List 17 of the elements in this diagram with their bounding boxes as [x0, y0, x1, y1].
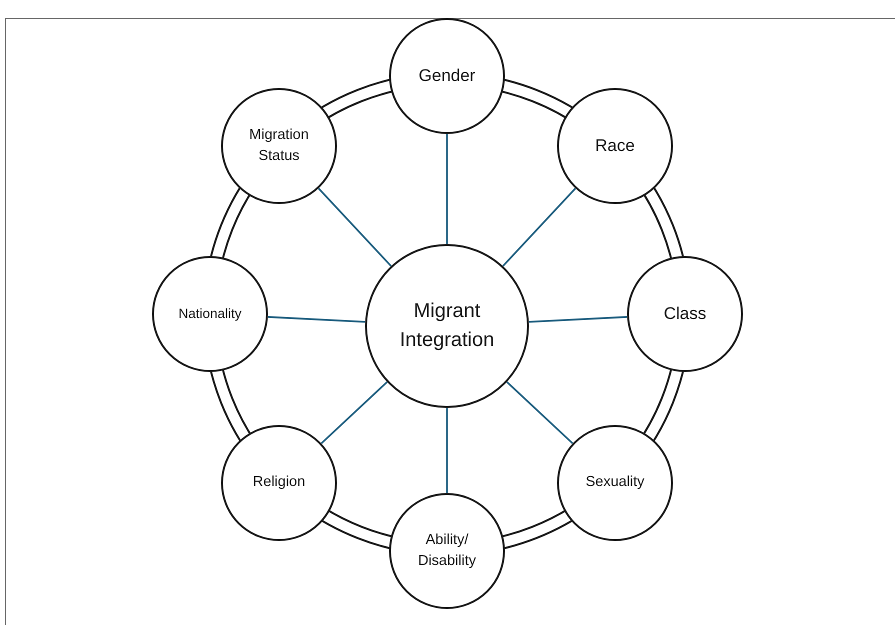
circle-label: Gender	[418, 64, 476, 87]
circle-label: Migration Status	[248, 126, 310, 166]
connector-line	[528, 316, 628, 323]
connector-line	[502, 188, 576, 267]
circle-label: Class	[664, 302, 706, 325]
circle-label: Ability/ Disability	[416, 530, 477, 571]
connector-line	[320, 381, 388, 444]
connector-line	[318, 188, 392, 267]
circle-label: Race	[595, 134, 635, 157]
circle-label: Nationality	[178, 305, 242, 324]
circle-label: Religion	[252, 473, 306, 492]
circle-label: Sexuality	[586, 473, 644, 492]
connector-line	[268, 316, 366, 323]
connector-line	[446, 134, 448, 244]
circle-label: Migrant Integration	[398, 299, 496, 353]
connector-line	[446, 408, 448, 493]
connector-line	[506, 381, 574, 444]
